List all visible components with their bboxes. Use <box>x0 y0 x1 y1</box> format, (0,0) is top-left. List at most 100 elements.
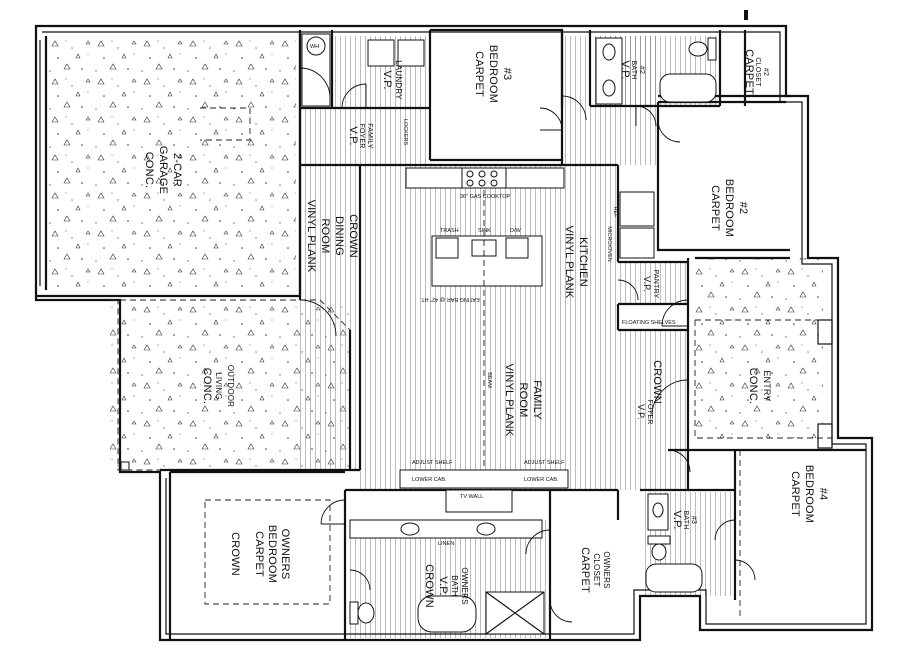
bedroom2-label-3: CARPET <box>709 185 721 231</box>
entry-label: ENTRY CONC. <box>747 368 772 404</box>
closet2-label-1: #2 <box>762 68 769 76</box>
door <box>617 279 639 301</box>
entry-label-2: CONC. <box>747 368 759 404</box>
bath3-toilet-tank <box>647 535 671 545</box>
closet2-label: #2 CLOSET CARPET <box>743 49 769 95</box>
foyer-label-3: V.P. <box>636 404 646 420</box>
owners-bedroom-label: OWNERS BEDROOM CARPET CROWN <box>229 525 291 583</box>
owners-bedroom-label-4: CROWN <box>229 532 241 576</box>
dw-note: D/W <box>510 228 522 234</box>
bath3-label-3: V.P. <box>671 510 683 529</box>
exterior-wall <box>34 24 874 642</box>
family-label-3: VINYL PLANK <box>503 364 515 437</box>
water-heater <box>306 36 326 56</box>
owners-bedroom-label-1: OWNERS <box>279 529 291 580</box>
family-foyer-floor <box>300 108 428 165</box>
door <box>734 559 756 581</box>
pantry-walls <box>618 260 688 306</box>
owners-bath-label: OWNERS BATH V.P. CROWN <box>423 564 469 608</box>
foyer-label-2: FOYER <box>646 399 653 424</box>
dining-label: CROWN DINING ROOM VINYL PLANK <box>305 200 359 273</box>
dining-label-2: DINING <box>333 216 345 256</box>
owners-toilet-tank <box>349 601 359 625</box>
bath2-tub <box>659 73 717 103</box>
washer <box>367 39 395 67</box>
owners-tub <box>417 595 477 633</box>
range-note: 36" GAS COOKTOP <box>460 194 510 200</box>
garage-label-3: CONC. <box>143 152 155 188</box>
outdoor-label-2: LIVING <box>214 372 223 399</box>
bedroom3-label: #3 BEDROOM CARPET <box>473 45 513 103</box>
family-foyer-label-3: V.P. <box>347 126 359 145</box>
bath2-sink <box>602 79 616 97</box>
lower-cab-note-2: LOWER CAB. <box>524 477 559 483</box>
family-foyer-label: FAMILY FOYER V.P. <box>347 123 373 149</box>
entry-label-1: ENTRY <box>762 370 772 401</box>
garage-label-2: GARAGE <box>157 146 169 194</box>
bath3-label-2: BATH <box>682 511 689 530</box>
door <box>635 105 657 127</box>
owners-closet-label: OWNERS CLOSET CARPET <box>579 547 611 593</box>
bath2-toilet-tank <box>707 37 717 61</box>
owners-bath-label-1: OWNERS <box>460 567 469 604</box>
bath2-sink <box>602 43 616 61</box>
door <box>561 95 587 121</box>
door <box>714 519 736 541</box>
door <box>299 67 331 99</box>
bedroom4-label-3: CARPET <box>789 471 801 517</box>
entry-column-2 <box>817 423 833 449</box>
owners-bath-label-2: BATH <box>450 575 459 597</box>
owners-toilet <box>357 602 375 624</box>
owners-bath-label-3: V.P. <box>437 576 449 595</box>
burner <box>490 179 498 187</box>
burner <box>466 179 474 187</box>
bath3-tub <box>645 563 703 593</box>
bedroom2-label: #2 BEDROOM CARPET <box>709 179 749 237</box>
owners-closet-label-1: OWNERS <box>602 551 611 588</box>
family-label-1: FAMILY <box>531 380 543 420</box>
entry-walls <box>694 319 832 620</box>
bath3-label: #3 BATH V.P. <box>671 510 697 529</box>
sink-note: SINK <box>478 228 491 234</box>
bath2-walls <box>588 30 747 108</box>
bedroom3-label-1: #3 <box>501 68 513 81</box>
owners-closet-label-2: CLOSET <box>592 553 601 586</box>
bedroom2-label-1: #2 <box>737 202 749 215</box>
garage-step-line <box>200 107 251 141</box>
kitchen-label-2: VINYL PLANK <box>563 226 575 299</box>
pantry-label-2: V.P. <box>642 276 652 292</box>
bedroom4-label-2: BEDROOM <box>803 465 815 523</box>
family-label-2: ROOM <box>517 382 529 417</box>
door <box>651 379 689 417</box>
burner <box>466 170 474 178</box>
owners-vanity <box>349 519 543 539</box>
burner <box>478 179 486 187</box>
door <box>341 83 367 109</box>
dishwasher <box>505 237 529 259</box>
closet2-label-2: CLOSET <box>754 57 761 87</box>
tv-wall-cabinet <box>399 469 569 489</box>
tv-wall-note: TV WALL <box>460 494 483 500</box>
foyer-label: CROWN FOYER V.P. <box>636 360 663 424</box>
family-label: FAMILY ROOM VINYL PLANK <box>503 364 543 437</box>
lower-cab-note-1: LOWER CAB. <box>412 477 447 483</box>
bath2-toilet <box>688 41 708 57</box>
door <box>539 107 563 131</box>
bedroom2-label-2: BEDROOM <box>723 179 735 237</box>
adjust-shelf-note-1: ADJUST SHELF <box>412 460 453 466</box>
owners-sink <box>400 522 420 536</box>
beam-note: BEAM <box>486 372 492 388</box>
dining-label-1: CROWN <box>347 214 359 258</box>
door <box>299 299 337 337</box>
micro-oven-note: MICRO/OVEN <box>606 226 612 261</box>
laundry-label-1: LAUNDRY <box>394 60 403 100</box>
wh-note: WH <box>310 44 319 50</box>
exterior-wall-inner <box>42 31 867 635</box>
outdoor-post <box>120 461 130 471</box>
bedroom3-label-2: BEDROOM <box>487 45 499 103</box>
shower-diag <box>485 591 545 635</box>
outdoor-label-1: OUTDOOR <box>226 365 235 407</box>
owners-bed-outline <box>204 499 331 605</box>
wall-oven <box>619 227 655 259</box>
